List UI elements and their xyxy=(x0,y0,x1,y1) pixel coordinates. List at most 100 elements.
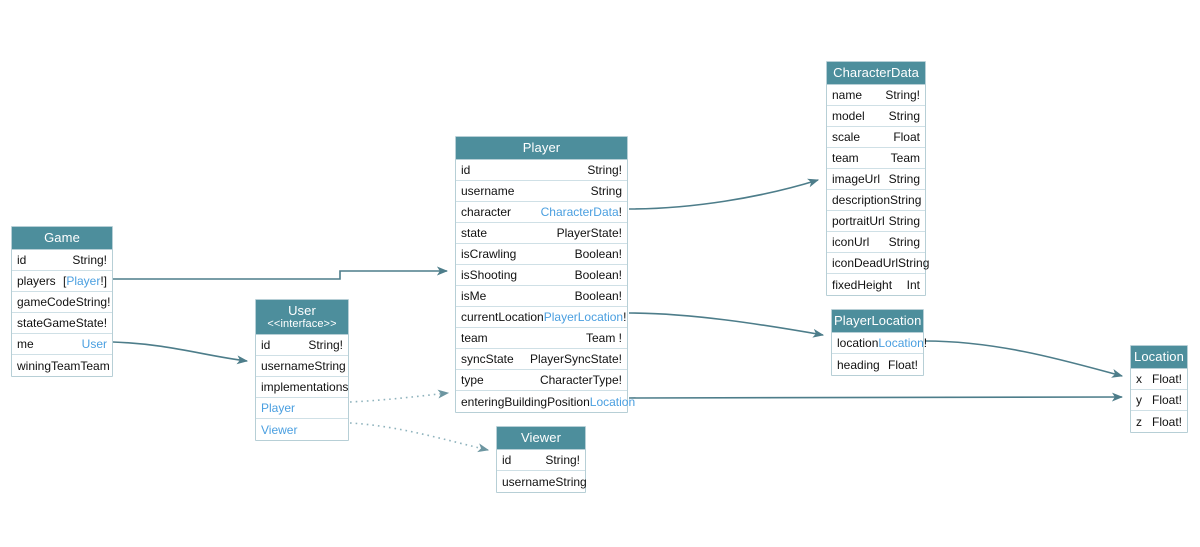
field-name: scale xyxy=(832,130,861,144)
field-name: id xyxy=(461,163,471,177)
field-type: String! xyxy=(545,453,580,467)
entity-name: User xyxy=(288,303,316,318)
field-name: z xyxy=(1136,414,1142,429)
type-reference-name: Player xyxy=(66,274,101,288)
field-name: username xyxy=(461,184,515,198)
entity-title-game: Game xyxy=(12,227,112,250)
field-type: String xyxy=(888,109,920,123)
field-type: Float! xyxy=(1151,414,1182,429)
field-row[interactable]: players [Player!] xyxy=(12,271,112,292)
field-type-reference[interactable]: [Player!] xyxy=(63,274,107,288)
type-suffix: ! xyxy=(923,336,928,350)
field-name: isShooting xyxy=(461,268,518,282)
type-prefix: [ xyxy=(62,274,67,288)
field-type: String xyxy=(890,193,922,207)
field-type: Team xyxy=(80,358,110,373)
entity-name: Game xyxy=(44,230,80,245)
field-type: String! xyxy=(308,338,343,352)
field-name: Viewer xyxy=(261,422,298,437)
field-type: Team xyxy=(890,151,920,165)
field-row[interactable]: team Team xyxy=(827,148,925,169)
field-type-reference[interactable]: CharacterData! xyxy=(541,205,622,219)
field-type-reference[interactable]: Location xyxy=(590,395,635,409)
entity-title-viewer: Viewer xyxy=(497,427,585,450)
entity-name: PlayerLocation xyxy=(834,313,922,328)
field-name: team xyxy=(461,331,488,345)
field-name: isCrawling xyxy=(461,247,517,261)
field-type: String! xyxy=(75,295,111,309)
field-row[interactable]: z Float! xyxy=(1131,411,1187,432)
field-row[interactable]: scale Float xyxy=(827,127,925,148)
field-name: model xyxy=(832,109,865,123)
field-type-reference[interactable]: PlayerLocation! xyxy=(544,310,627,324)
type-suffix: ! xyxy=(623,310,627,324)
field-type-reference[interactable]: User xyxy=(82,337,107,351)
field-row[interactable]: implementations xyxy=(256,377,348,398)
type-suffix: !] xyxy=(100,274,107,288)
field-row[interactable]: model String xyxy=(827,106,925,127)
field-type-reference[interactable]: Location! xyxy=(878,336,927,350)
field-name: Player xyxy=(261,401,296,415)
field-type: String xyxy=(590,184,622,198)
field-name: players xyxy=(17,274,56,288)
field-name: type xyxy=(461,373,484,387)
field-name: imageUrl xyxy=(832,172,881,186)
field-type: String xyxy=(888,235,920,249)
edge-player-character-to-characterdata xyxy=(628,178,820,210)
entity-stereotype: <<interface>> xyxy=(267,318,337,330)
type-reference-name: User xyxy=(81,337,107,351)
implementation-row[interactable]: Player xyxy=(256,398,348,419)
field-type: Float! xyxy=(887,357,918,372)
field-row[interactable]: username String xyxy=(456,181,627,202)
field-name: winingTeam xyxy=(17,358,81,373)
field-name: username xyxy=(502,474,556,489)
edge-player-enteringbuilding-to-location xyxy=(628,392,1124,402)
field-name: implementations xyxy=(261,380,349,394)
field-name: team xyxy=(832,151,859,165)
field-type: Float xyxy=(893,130,920,144)
type-reference-name: Location xyxy=(878,336,924,350)
field-type: GameState! xyxy=(43,316,108,330)
entity-title-player: Player xyxy=(456,137,627,160)
implementation-row[interactable]: Viewer xyxy=(256,419,348,440)
field-name: state xyxy=(17,316,44,330)
